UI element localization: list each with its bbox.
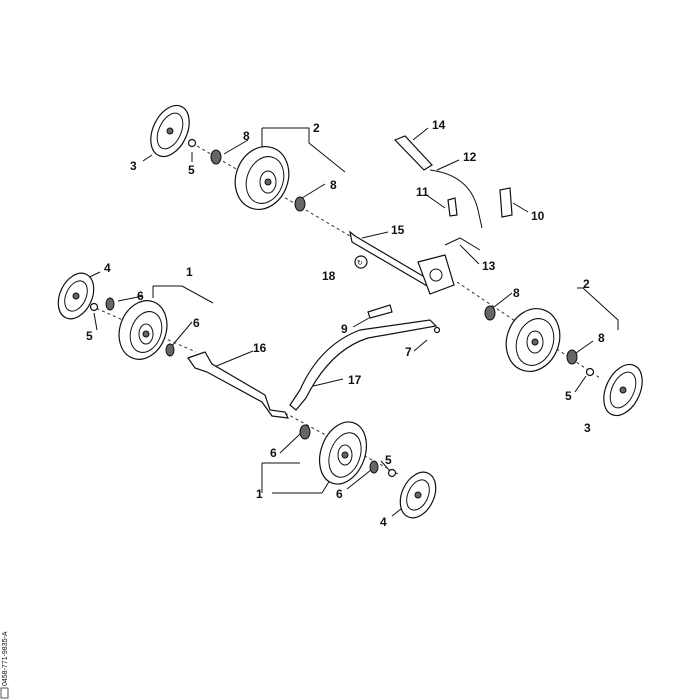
wheel-front-right bbox=[319, 421, 367, 485]
callout-5: 5 bbox=[188, 163, 195, 177]
callout-3: 3 bbox=[130, 159, 137, 173]
callout-6: 6 bbox=[137, 289, 144, 303]
hubcap-rear-left bbox=[150, 104, 190, 158]
rod-13 bbox=[444, 237, 481, 251]
hubcap-rear-right bbox=[603, 363, 643, 417]
bearing-rear-left-outer bbox=[210, 149, 222, 165]
callout-11: 11 bbox=[416, 185, 429, 199]
rod-12 bbox=[429, 169, 483, 229]
callout-16: 16 bbox=[253, 341, 267, 355]
callout-8: 8 bbox=[598, 331, 605, 345]
spring-11 bbox=[447, 197, 458, 217]
callout-9: 9 bbox=[341, 322, 348, 336]
handle-17 bbox=[289, 319, 438, 411]
callout-10: 10 bbox=[531, 209, 545, 223]
wheel-rear-left bbox=[234, 146, 290, 210]
nut-front-left bbox=[89, 302, 99, 312]
drawing-code-text: 0458-771-9835-A bbox=[2, 631, 9, 686]
svg-text:↻: ↻ bbox=[357, 260, 363, 267]
nut-rear-left bbox=[187, 138, 197, 148]
callout-14: 14 bbox=[432, 118, 446, 132]
callout-18: 18 bbox=[322, 269, 336, 283]
nut-front-right bbox=[387, 468, 397, 478]
drawing-code: 0458-771-9835-A bbox=[0, 631, 9, 699]
callout-2: 2 bbox=[313, 121, 320, 135]
wheel-rear-right bbox=[505, 308, 561, 372]
bearing-rear-right-outer bbox=[566, 349, 578, 365]
callout-5: 5 bbox=[86, 329, 93, 343]
front-axle-16 bbox=[187, 351, 290, 419]
hubcap-front-left bbox=[57, 272, 95, 320]
bearing-rear-right-inner bbox=[484, 305, 496, 321]
bearing-front-right-inner bbox=[299, 424, 311, 440]
callout-6: 6 bbox=[193, 316, 200, 330]
bearing-front-left-outer bbox=[105, 297, 115, 311]
callout-2: 2 bbox=[583, 277, 590, 291]
pin-7 bbox=[433, 326, 441, 334]
callout-6: 6 bbox=[270, 446, 277, 460]
callout-7: 7 bbox=[405, 345, 412, 359]
hubcap-front-right bbox=[399, 471, 437, 519]
clip-18: ↻ bbox=[354, 255, 368, 269]
bearing-rear-left-inner bbox=[294, 196, 306, 212]
callout-4: 4 bbox=[380, 515, 387, 529]
callout-6: 6 bbox=[336, 487, 343, 501]
callout-8: 8 bbox=[513, 286, 520, 300]
nut-rear-right bbox=[585, 367, 595, 377]
callout-13: 13 bbox=[482, 259, 496, 273]
bearing-front-left-inner bbox=[165, 343, 175, 357]
callout-3: 3 bbox=[584, 421, 591, 435]
callout-labels: 2 8 3 5 8 14 12 11 10 15 13 18 4 1 6 6 5… bbox=[86, 118, 605, 529]
callout-17: 17 bbox=[348, 373, 362, 387]
callout-1: 1 bbox=[256, 487, 263, 501]
grip-9 bbox=[367, 304, 393, 319]
wheel-front-left bbox=[118, 300, 168, 360]
callout-4: 4 bbox=[104, 261, 111, 275]
callout-15: 15 bbox=[391, 223, 405, 237]
callout-8: 8 bbox=[243, 129, 250, 143]
callout-5: 5 bbox=[385, 453, 392, 467]
callout-5: 5 bbox=[565, 389, 572, 403]
callout-8: 8 bbox=[330, 178, 337, 192]
height-adjuster-housing bbox=[417, 254, 455, 295]
callout-1: 1 bbox=[186, 265, 193, 279]
grip-10 bbox=[499, 187, 513, 218]
lever-14 bbox=[393, 135, 433, 171]
callout-12: 12 bbox=[463, 150, 477, 164]
bearing-front-right-outer bbox=[369, 460, 379, 474]
